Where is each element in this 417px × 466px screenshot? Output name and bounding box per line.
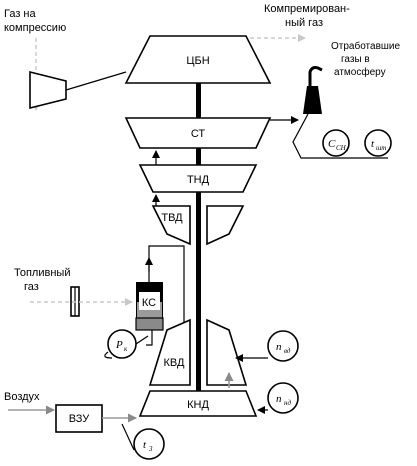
knd-block: КНД [138, 390, 258, 417]
svg-text:атмосферу: атмосферу [334, 66, 386, 78]
tvd-label: ТВД [161, 212, 183, 224]
fuel-gas-label: Топливный газ [14, 267, 70, 293]
kvd-to-ks-line [146, 330, 153, 346]
svg-text:3: 3 [148, 445, 153, 453]
ks-label: КС [142, 297, 156, 309]
svg-text:C: C [328, 138, 336, 150]
svg-text:газ: газ [24, 281, 39, 293]
svg-text:CH₄: CH₄ [336, 144, 349, 152]
svg-text:t: t [371, 138, 375, 150]
main-shaft [196, 81, 201, 393]
svg-text:Топливный: Топливный [14, 267, 70, 279]
exhaust-gases-label: Отработавшие газы в атмосферу [331, 40, 401, 78]
n-vd-sensor: n вд [235, 330, 299, 362]
t-3-sensor: t 3 [121, 423, 165, 460]
tnd-label: ТНД [187, 174, 210, 186]
compressed-gas-label: Компремирован- ный газ [264, 3, 350, 29]
svg-text:к: к [124, 345, 128, 353]
air-label: Воздух [4, 391, 40, 403]
gas-inlet-nozzle [29, 70, 67, 110]
svg-text:P: P [115, 339, 123, 351]
svg-text:компрессию: компрессию [4, 22, 66, 34]
knd-label: КНД [187, 399, 209, 411]
p-k-sensor: P к [104, 329, 149, 359]
svg-text:Отработавшие: Отработавшие [331, 40, 401, 52]
st-label: СТ [191, 128, 206, 140]
kvd-block: КВД [148, 318, 248, 386]
svg-text:нд: нд [284, 399, 291, 407]
st-block: СТ [124, 117, 272, 149]
stack-to-sensors-line [292, 113, 388, 159]
ks-block: КС [135, 282, 164, 331]
svg-text:ный газ: ный газ [285, 17, 323, 29]
svg-text:n: n [276, 341, 282, 353]
svg-text:t: t [143, 439, 147, 451]
c-ch4-sensor: C CH₄ [322, 129, 350, 157]
cbn-block: ЦБН [124, 35, 272, 84]
vzu-block: ВЗУ [55, 404, 103, 433]
inlet-to-cbn [65, 71, 127, 91]
cbn-label: ЦБН [186, 55, 209, 67]
t-sht-sensor: t шт [364, 129, 392, 157]
exhaust-stack-icon [303, 66, 323, 114]
svg-text:шт: шт [376, 144, 386, 152]
svg-text:n: n [276, 393, 282, 405]
svg-text:вд: вд [284, 347, 291, 355]
vzu-label: ВЗУ [69, 413, 90, 425]
gas-to-compression-label: Газ на компрессию [4, 8, 66, 34]
tvd-block: ТВД [151, 205, 245, 246]
svg-text:газы в: газы в [341, 54, 370, 65]
tnd-block: ТНД [138, 164, 258, 193]
svg-text:Газ на: Газ на [4, 8, 37, 20]
n-nd-sensor: n нд [257, 382, 299, 414]
kvd-label: КВД [164, 357, 186, 369]
svg-text:Компремирован-: Компремирован- [264, 3, 350, 15]
